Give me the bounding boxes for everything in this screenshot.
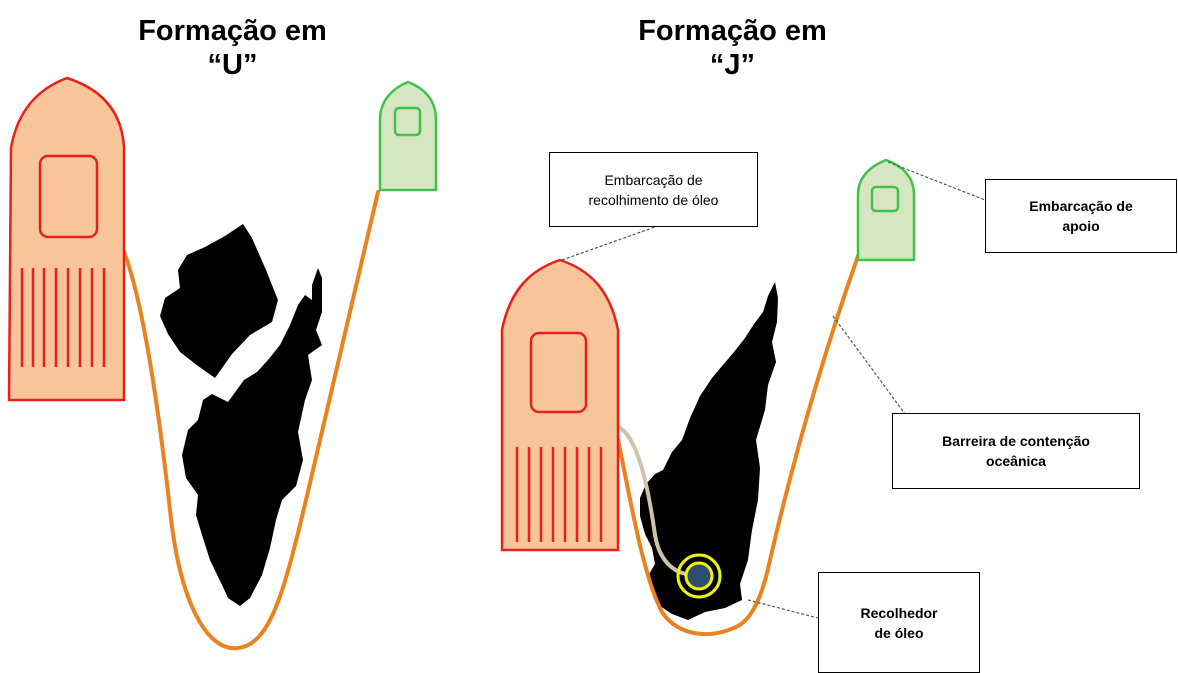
title-u-formation: Formação em “U” [130, 14, 335, 82]
j-formation-group [500, 158, 986, 637]
u-formation-group [7, 76, 438, 651]
leader-barrier [832, 315, 906, 415]
title-j-formation: Formação em “J” [630, 14, 835, 82]
label-recovery-vessel-line1: Embarcação de [604, 171, 703, 188]
label-containment-barrier-line2: oceânica [986, 453, 1046, 469]
label-oil-skimmer: Recolhedor de óleo [818, 572, 980, 673]
label-recovery-vessel-line2: recolhimento de óleo [588, 191, 719, 208]
leader-lines [561, 161, 986, 619]
label-recovery-vessel: Embarcação de recolhimento de óleo [549, 152, 758, 227]
recovery-vessel-j-cabin [529, 331, 588, 414]
recovery-vessel-j-stripes [515, 447, 603, 542]
title-j-line1: Formação em [638, 15, 827, 47]
leader-recovery-vessel [561, 226, 656, 261]
oil-skimmer-icon [676, 553, 722, 599]
containment-barrier-j [615, 254, 860, 637]
oil-slick-j [640, 282, 778, 620]
leader-skimmer [747, 599, 819, 619]
leader-support-vessel [887, 161, 986, 201]
recovery-vessel-u [7, 76, 126, 402]
title-j-line2: “J” [709, 49, 756, 81]
recovery-vessel-u-stripes [20, 268, 106, 367]
label-containment-barrier: Barreira de contenção oceânica [892, 413, 1140, 489]
label-oil-skimmer-line1: Recolhedor [860, 604, 938, 621]
label-containment-barrier-line1: Barreira de contenção [942, 433, 1090, 449]
title-u-line1: Formação em [138, 15, 327, 47]
label-support-vessel-line1: Embarcação de [1029, 198, 1133, 214]
support-vessel-u-cabin [393, 106, 422, 137]
containment-barrier-u [122, 190, 380, 651]
oil-slick-upper [160, 224, 278, 378]
support-vessel-j-cabin [870, 185, 900, 213]
label-support-vessel-line2: apoio [1062, 218, 1100, 234]
title-u-line2: “U” [207, 49, 258, 81]
label-support-vessel: Embarcação de apoio [985, 179, 1177, 253]
oil-slick-lower [182, 268, 322, 606]
recovery-vessel-u-cabin [38, 154, 99, 239]
label-oil-skimmer-line2: de óleo [874, 624, 924, 641]
